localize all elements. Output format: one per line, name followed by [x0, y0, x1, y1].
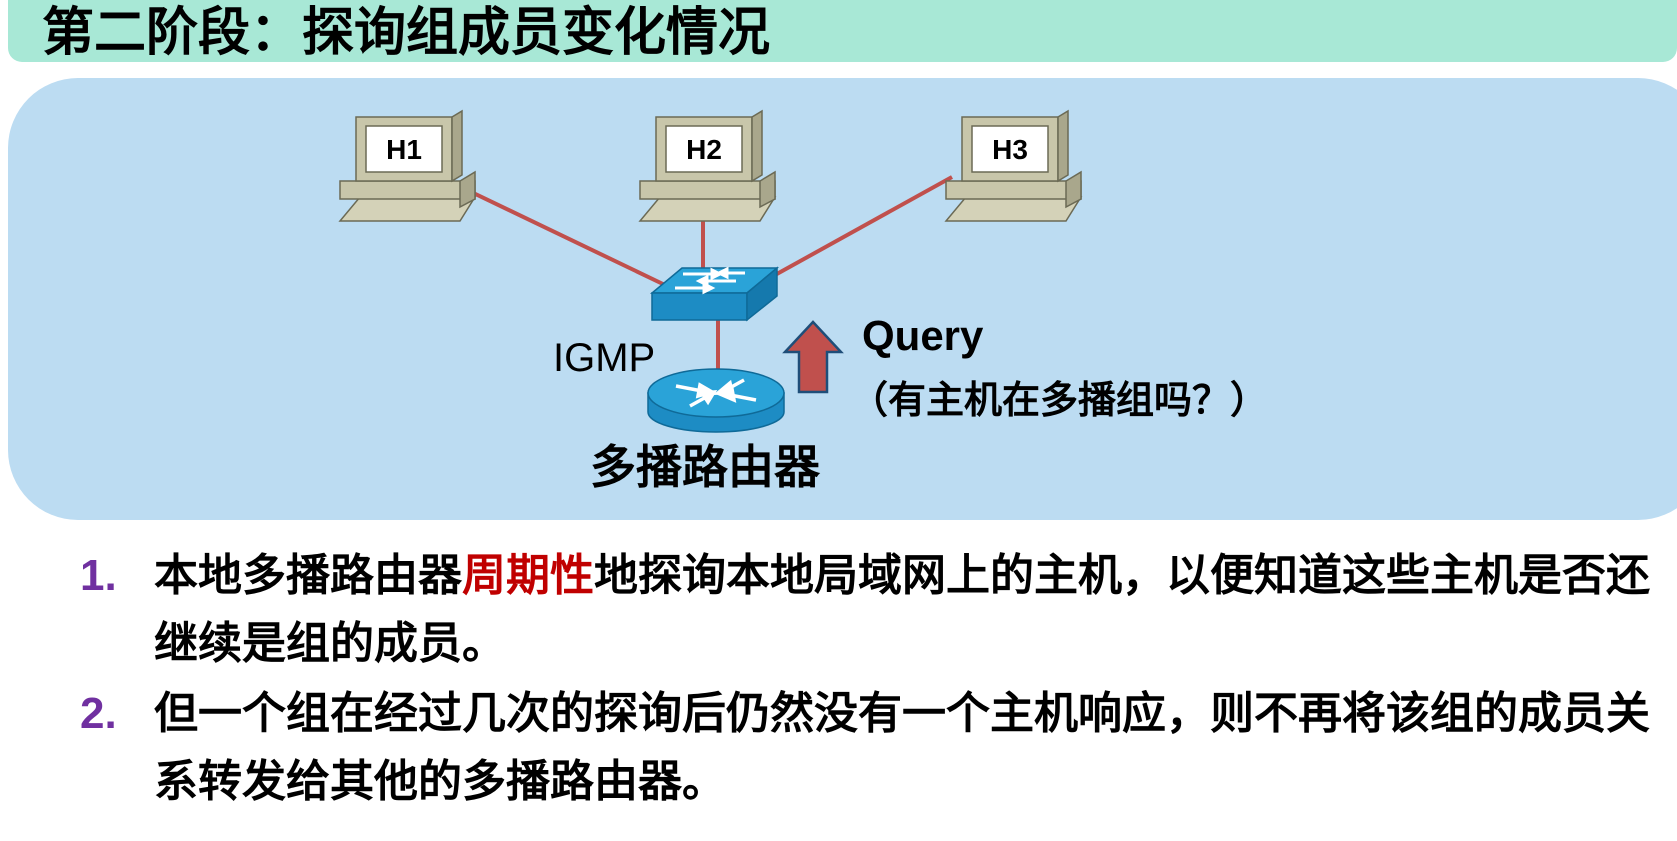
bullet-number-2: 2.: [80, 689, 117, 738]
switch-icon: [649, 266, 780, 322]
host-h1: H1: [338, 109, 477, 222]
host-h2-label: H2: [686, 134, 722, 165]
link-h3-switch: [765, 175, 953, 282]
bullet-item-2: 2. 但一个组在经过几次的探询后仍然没有一个主机响应，则不再将该组的成员关系转发…: [80, 680, 1670, 816]
page-title: 第二阶段：探询组成员变化情况: [42, 3, 771, 63]
igmp-label: IGMP: [553, 336, 655, 380]
bullet-1-text-end: 地探询本地局域网上的主机，以便知道这些主机是否还继续是组的成员。: [154, 550, 1650, 669]
query-label: Query: [862, 312, 984, 359]
host-h3: H3: [944, 109, 1083, 222]
bullet-number-1: 1.: [80, 551, 117, 600]
bullet-item-1: 1. 本地多播路由器周期性地探询本地局域网上的主机，以便知道这些主机是否还继续是…: [80, 542, 1670, 678]
link-h1-switch: [439, 175, 666, 287]
bullet-2-text: 但一个组在经过几次的探询后仍然没有一个主机响应，则不再将该组的成员关系转发给其他…: [154, 688, 1650, 807]
bullet-1-highlight: 周期性: [462, 550, 594, 601]
diagram-panel: [8, 78, 1677, 520]
query-note: （有主机在多播组吗？）: [850, 378, 1268, 422]
host-h2: H2: [638, 109, 777, 222]
router-label: 多播路由器: [590, 440, 821, 494]
title-bar: 第二阶段：探询组成员变化情况: [8, 0, 1677, 63]
router-icon: [647, 368, 785, 433]
query-arrow-icon: [782, 320, 844, 394]
bullet-1-text-start: 本地多播路由器: [154, 550, 462, 601]
host-h1-label: H1: [386, 134, 422, 165]
network-links: [439, 175, 953, 372]
host-h3-label: H3: [992, 134, 1028, 165]
bullet-list: 1. 本地多播路由器周期性地探询本地局域网上的主机，以便知道这些主机是否还继续是…: [80, 542, 1670, 818]
